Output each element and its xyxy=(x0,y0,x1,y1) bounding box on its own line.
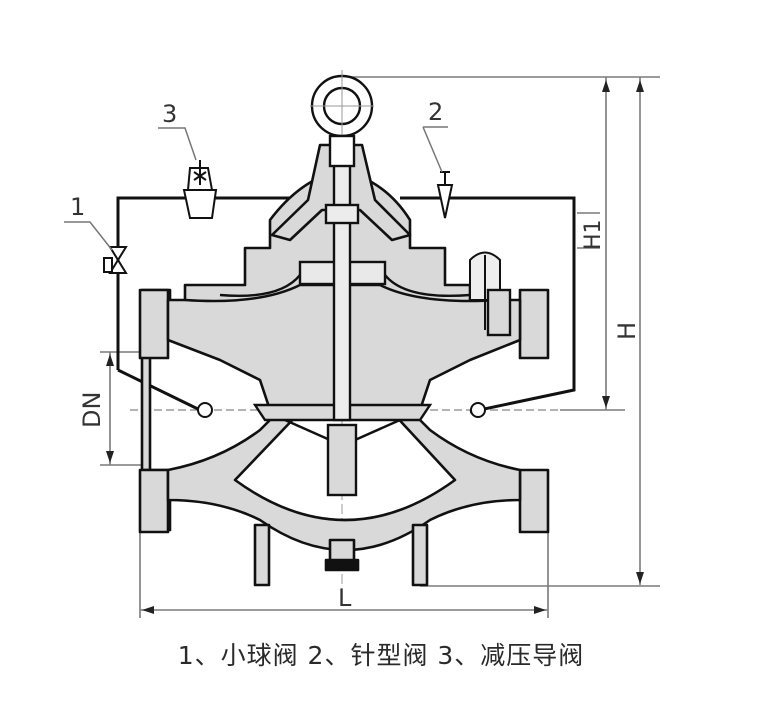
pressure-reducing-pilot-symbol xyxy=(182,160,218,219)
valve-drawing: 1 3 2 DN H1 H L xyxy=(64,70,660,618)
callout-2: 2 xyxy=(428,98,443,126)
dimension-label-h: H xyxy=(613,322,641,340)
leader-lines xyxy=(64,126,448,251)
dimension-lines xyxy=(100,76,660,618)
right-tap xyxy=(470,402,486,418)
callout-1: 1 xyxy=(70,193,85,221)
dimension-label-l: L xyxy=(338,584,352,612)
dimension-label-h1: H1 xyxy=(581,219,606,250)
needle-valve-symbol xyxy=(436,171,454,219)
lifting-eye xyxy=(310,74,374,168)
dimension-label-dn: DN xyxy=(78,392,106,428)
ball-valve-symbol xyxy=(103,246,128,274)
stem xyxy=(324,148,360,497)
pilot-piping xyxy=(116,196,576,414)
right-boss xyxy=(486,288,512,337)
figure-caption: 1、小球阀 2、针型阀 3、减压导阀 xyxy=(177,641,585,670)
left-tap xyxy=(197,402,213,418)
dimension-arrows xyxy=(106,80,644,614)
callout-3: 3 xyxy=(162,100,177,128)
